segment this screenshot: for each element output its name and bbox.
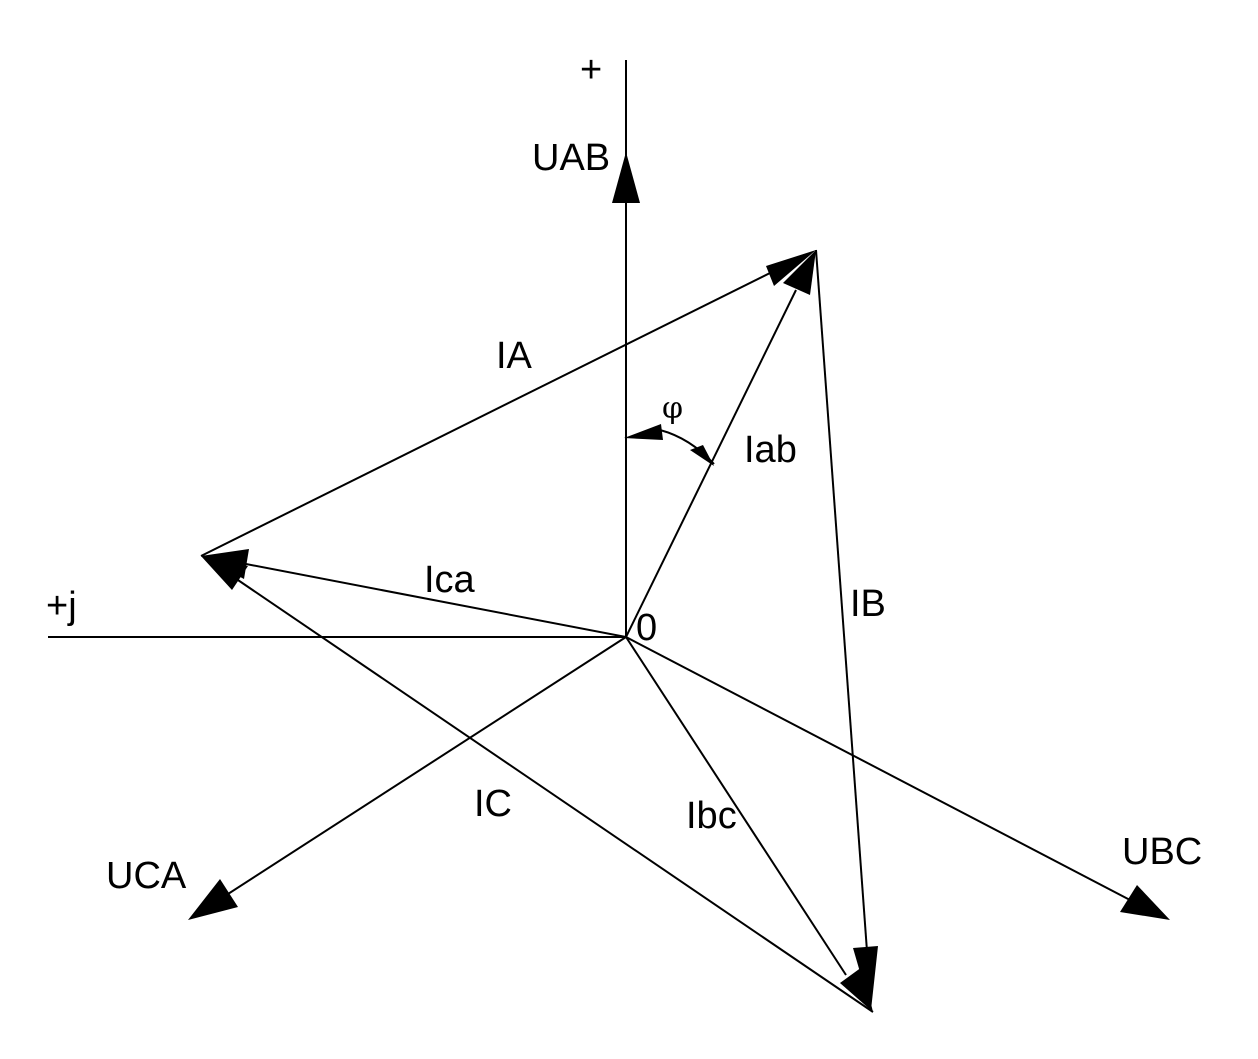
phi-angle-label: φ — [662, 391, 683, 426]
ubc-phasor-line — [625, 636, 1131, 901]
uab-arrowhead — [612, 152, 640, 203]
phi-arc-start-arrowhead — [624, 424, 663, 440]
ic-arrowhead — [201, 556, 248, 590]
uab-label: UAB — [532, 137, 610, 179]
ica-label: Ica — [424, 559, 476, 601]
ubc-label: UBC — [1122, 831, 1202, 873]
ibc-label: Ibc — [686, 795, 737, 837]
origin-label: 0 — [636, 607, 657, 649]
uca-phasor-line — [227, 636, 627, 895]
uca-arrowhead — [188, 879, 238, 920]
ia-phasor-line — [200, 267, 781, 557]
ib-arrowhead — [853, 946, 878, 1010]
ib-phasor-line — [815, 249, 869, 966]
uca-label: UCA — [106, 855, 187, 897]
ic-label: IC — [474, 783, 512, 825]
ica-phasor-line — [245, 563, 627, 638]
phi-arc-end-arrowhead — [690, 445, 714, 466]
ia-label: IA — [496, 335, 533, 377]
iab-label: Iab — [744, 429, 797, 471]
ib-label: IB — [850, 583, 886, 625]
real-axis-label: + — [580, 49, 602, 91]
ia-arrowhead — [766, 250, 816, 286]
ubc-arrowhead — [1120, 885, 1170, 920]
iab-arrowhead — [783, 250, 816, 295]
ic-phasor-line — [234, 577, 874, 1013]
imaginary-axis-label: +j — [46, 585, 77, 627]
ibc-phasor-line — [625, 636, 847, 976]
